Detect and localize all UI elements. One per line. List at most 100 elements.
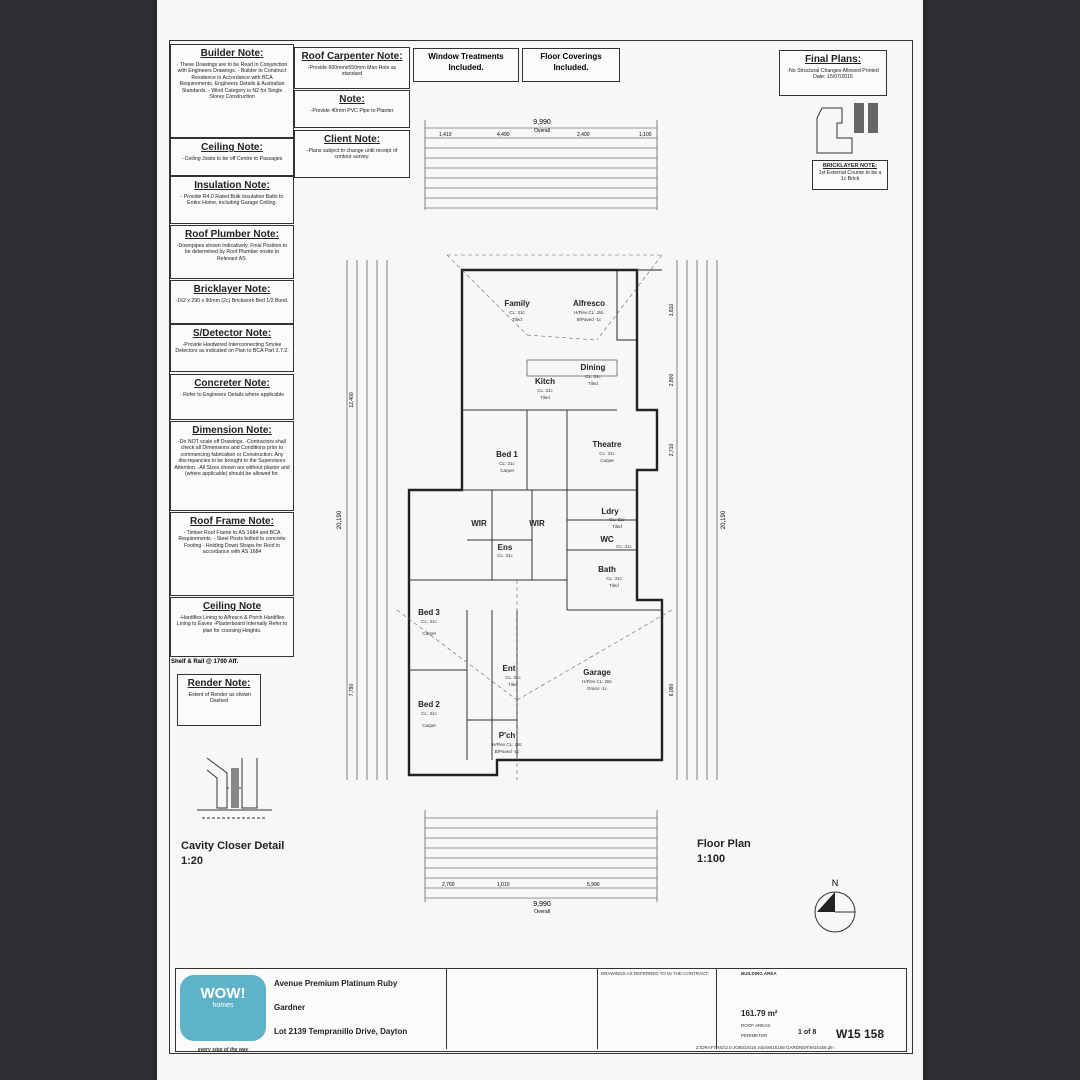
room-bed2-name: Bed 2 [418,700,440,709]
ceiling-note-body: - Ceiling Joists to be off Centre to Pas… [181,156,283,162]
overall-dim-right: 20,190 [721,510,727,529]
roof-plumber-note: Roof Plumber Note: -Downpipes shown Indi… [170,225,294,279]
dim-left-1: 12,400 [349,392,355,408]
room-bed2-floor: Carpet [422,723,436,728]
room-bed1-floor: Carpet [500,468,514,473]
dim-top-2: 4,490 [497,132,510,138]
dim-bottom-1: 2,760 [442,882,455,888]
dimension-note-title: Dimension Note: [192,425,272,436]
room-alfresco-name: Alfresco [573,299,605,308]
file-path: Z:\DRAFTING\2.0 JOBS\2015 Jobs\W15158 GA… [696,1045,834,1050]
cavity-closer-detail [197,757,272,819]
exterior-walls [407,268,664,777]
roof-lines [396,254,673,780]
revision-table [446,969,598,1049]
ceiling-note-title: Ceiling Note: [201,142,263,153]
room-ens-name: Ens [498,543,513,552]
dim-top-3: 2,400 [577,132,590,138]
room-names: Family Alfresco Kitch Dining Bed 1 Theat… [418,299,622,740]
room-ent-name: Ent [503,664,516,673]
final-plans-note: Final Plans: -No Structural Changes Allo… [779,50,887,96]
drawing-frame [169,40,913,1054]
planter-note: Note: -Provide 40mm PVC Pipe to Planter [294,90,410,128]
bottom-dimension-lines [424,810,658,902]
concreter-note: Concreter Note: - Refer to Engineers Det… [170,374,294,420]
room-ent-floor: Tiled [508,682,518,687]
dimension-note: Dimension Note: -Do NOT scale off Drawin… [170,421,294,511]
room-dining-name: Dining [581,363,606,372]
final-plans-body: -No Structural Changes Allowed Printed D… [787,68,879,81]
bricklayer-note: Bricklayer Note: -162 x 290 x 90mm (2c) … [170,280,294,324]
dim-right-2: 2,800 [669,374,675,387]
room-kitch-name: Kitch [535,377,555,386]
room-bed3-ceil: CL: 31c [421,619,437,624]
sdetector-note: S/Detector Note: -Provide Hardwired Inte… [170,324,294,372]
roof-frame-note-title: Roof Frame Note: [190,516,274,527]
room-kitch-ceil: CL: 31c [537,388,553,393]
roof-carpenter-note-body: -Provide 600mmx550mm Man Hole as standar… [307,65,397,78]
area-table [716,969,907,1049]
room-ens-ceil: CL: 31c [497,553,513,558]
room-bath-name: Bath [598,565,616,574]
cavity-closer-title: Cavity Closer Detail [181,840,285,852]
concreter-note-body: - Refer to Engineers Details where appli… [179,392,285,398]
window-treatments-label: Window Treatments Included. [413,48,519,82]
brick-course-detail [816,103,878,154]
room-wc-ceil: CL: 31c [616,544,632,549]
planter-note-body: -Provide 40mm PVC Pipe to Planter [310,108,394,114]
building-area-total: 161.79 m² [741,1009,778,1018]
insulation-note: Insulation Note: - Provide R4.0 Rated Bu… [170,176,294,224]
room-theatre-ceil: CL: 31c [599,451,615,456]
room-family-name: Family [504,299,530,308]
dim-right-3: 2,710 [669,444,675,457]
overall-dim-bottom: 9,990 [533,901,551,908]
dim-right-1: 1,810 [669,304,675,317]
roof-areas-heading: ROOF AREAS [741,1023,771,1028]
final-plans-title: Final Plans: [804,54,862,65]
ceiling-note-2: Ceiling Note -Hardiflex Lining to Alfres… [170,597,294,657]
room-ldry-name: Ldry [601,507,619,516]
dimension-note-body: -Do NOT scale off Drawings. -Contractors… [174,439,290,478]
ceiling-note-2-body: -Hardiflex Lining to Alfresco & Porch Ha… [176,615,288,634]
cavity-closer-scale: 1:20 [181,855,204,867]
north-label: N [832,878,839,888]
bricklayer-note-2: BRICKLAYER NOTE: 1st External Course to … [812,160,888,190]
plan-sheet: Builder Note: - These Drawings are to be… [157,0,923,1080]
ceiling-note-2-title: Ceiling Note [202,601,262,612]
overall-label-top: Overall [534,128,550,134]
builder-note-body: - These Drawings are to be Read in Conju… [176,62,288,101]
sdetector-note-title: S/Detector Note: [192,328,272,339]
overall-dim-left: 20,190 [337,510,343,529]
roof-plumber-note-title: Roof Plumber Note: [185,229,279,240]
room-family-floor: Tiled [512,317,522,322]
room-garage-name: Garage [583,668,611,677]
room-bed3-floor: Carpet [422,631,436,636]
perimeter-heading: PERIMETER [741,1033,768,1038]
roof-carpenter-note-title: Roof Carpenter Note: [301,51,403,62]
room-wir1-name: WIR [471,519,487,528]
dim-right-4: 6,090 [669,684,675,697]
sheet-number: 1 of 8 [798,1029,817,1036]
concreter-note-title: Concreter Note: [194,378,270,389]
design-name: Avenue Premium Platinum Ruby [274,979,398,988]
room-porch-name: P'ch [499,731,516,740]
insulation-note-title: Insulation Note: [194,180,270,191]
room-alfresco-floor: B/Paved -1c [577,317,602,322]
room-bath-floor: Tiled [609,583,619,588]
top-dimension-lines [424,120,658,210]
ceiling-note: Ceiling Note: - Ceiling Joists to be off… [170,138,294,176]
dim-bottom-2: 1,010 [497,882,510,888]
wow-homes-logo: WOW! homes every step of the way [180,975,266,1053]
dim-top-1: 1,410 [439,132,452,138]
logo-subtext: homes [212,1002,234,1009]
room-bed3-name: Bed 3 [418,608,440,617]
shelf-note: Shelf & Rail @ 1700 Aff. [171,659,239,665]
room-details: CL: 31c Tiled H/Flex CL: 28c B/Paved -1c… [421,310,632,754]
job-number: W15 158 [836,1027,885,1041]
roof-frame-note-body: - Timber Roof Frame to AS 1684 and BCA R… [178,530,286,556]
site-address: Lot 2139 Tempranillo Drive, Dayton [274,1027,408,1036]
render-note-title: Render Note: [187,678,251,689]
roof-plumber-note-body: -Downpipes shown Indicatively. Final Pos… [176,243,288,262]
bricklayer-note-title: Bricklayer Note: [193,284,271,295]
floor-coverings-label: Floor Coverings Included. [522,48,620,82]
